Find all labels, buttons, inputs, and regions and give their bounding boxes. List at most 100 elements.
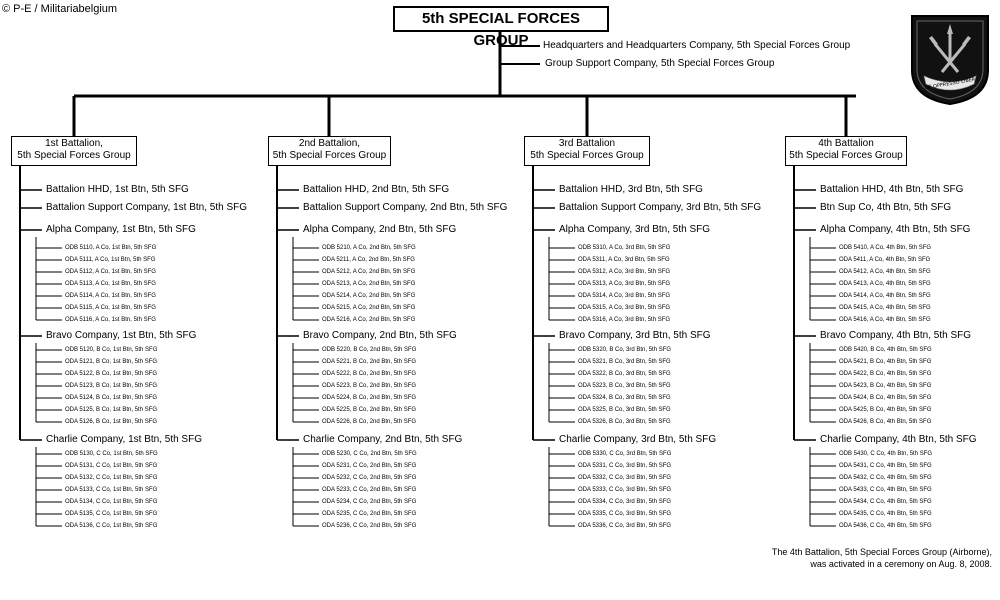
oda-team-label: ODA 5321, B Co, 3rd Btn, 5th SFG	[578, 359, 671, 365]
oda-team-label: ODA 5224, B Co, 2nd Btn, 5th SFG	[322, 395, 417, 401]
battalion-support-company-label: Battalion Support Company, 3rd Btn, 5th …	[559, 202, 762, 213]
oda-team-label: ODA 5221, B Co, 2nd Btn, 5th SFG	[322, 359, 417, 365]
battalion-title-line-1: 2nd Battalion,	[298, 138, 361, 149]
oda-team-label: ODA 5311, A Co, 3rd Btn, 5th SFG	[578, 257, 670, 263]
oda-team-label: ODA 5416, A Co, 4th Btn, 5th SFG	[839, 317, 931, 323]
oda-team-label: ODB 5120, B Co, 1st Btn, 5th SFG	[65, 347, 158, 353]
oda-team-label: ODA 5334, C Co, 3rd Btn, 5th SFG	[578, 499, 672, 505]
oda-team-label: ODA 5233, C Co, 2nd Btn, 5th SFG	[322, 487, 417, 493]
oda-team-label: ODB 5420, B Co, 4th Btn, 5th SFG	[839, 347, 932, 353]
battalion-title-line-2: 5th Special Forces Group	[272, 150, 387, 161]
company-label: Bravo Company, 3rd Btn, 5th SFG	[559, 330, 711, 341]
oda-team-label: ODA 5114, A Co, 1st Btn, 5th SFG	[65, 293, 156, 299]
oda-team-label: ODA 5412, A Co, 4th Btn, 5th SFG	[839, 269, 931, 275]
oda-team-label: ODA 5115, A Co, 1st Btn, 5th SFG	[65, 305, 156, 311]
oda-team-label: ODA 5413, A Co, 4th Btn, 5th SFG	[839, 281, 931, 287]
oda-team-label: ODA 5426, B Co, 4th Btn, 5th SFG	[839, 419, 932, 425]
oda-team-label: ODA 5214, A Co, 2nd Btn, 5th SFG	[322, 293, 416, 299]
oda-team-label: ODA 5435, C Co, 4th Btn, 5th SFG	[839, 511, 932, 517]
oda-team-label: ODA 5333, C Co, 3rd Btn, 5th SFG	[578, 487, 672, 493]
battalion-hhd-label: Battalion HHD, 3rd Btn, 5th SFG	[559, 184, 703, 195]
root-group-box: 5th SPECIAL FORCES GROUP	[393, 6, 609, 49]
oda-team-label: ODA 5236, C Co, 2nd Btn, 5th SFG	[322, 523, 417, 529]
company-label: Charlie Company, 2nd Btn, 5th SFG	[303, 434, 463, 445]
oda-team-label: ODA 5235, C Co, 2nd Btn, 5th SFG	[322, 511, 417, 517]
company-label: Charlie Company, 1st Btn, 5th SFG	[46, 434, 202, 445]
oda-team-label: ODA 5135, C Co, 1st Btn, 5th SFG	[65, 511, 158, 517]
company-label: Charlie Company, 4th Btn, 5th SFG	[820, 434, 977, 445]
oda-team-label: ODA 5234, C Co, 2nd Btn, 5th SFG	[322, 499, 417, 505]
oda-team-label: ODA 5213, A Co, 2nd Btn, 5th SFG	[322, 281, 416, 287]
hq-company-label: Headquarters and Headquarters Company, 5…	[543, 40, 851, 51]
oda-team-label: ODB 5220, B Co, 2nd Btn, 5th SFG	[322, 347, 417, 353]
oda-team-label: ODA 5113, A Co, 1st Btn, 5th SFG	[65, 281, 156, 287]
oda-team-label: ODA 5322, B Co, 3rd Btn, 5th SFG	[578, 371, 671, 377]
oda-team-label: ODB 5320, B Co, 3rd Btn, 5th SFG	[578, 347, 672, 353]
oda-team-label: ODB 5130, C Co, 1st Btn, 5th SFG	[65, 451, 158, 457]
activation-note-line-1: The 4th Battalion, 5th Special Forces Gr…	[771, 547, 992, 557]
oda-team-label: ODA 5124, B Co, 1st Btn, 5th SFG	[65, 395, 158, 401]
oda-team-label: ODB 5230, C Co, 2nd Btn, 5th SFG	[322, 451, 417, 457]
company-label: Bravo Company, 4th Btn, 5th SFG	[820, 330, 971, 341]
oda-team-label: ODA 5212, A Co, 2nd Btn, 5th SFG	[322, 269, 416, 275]
battalion-title-line-2: 5th Special Forces Group	[17, 150, 131, 161]
oda-team-label: ODA 5136, C Co, 1st Btn, 5th SFG	[65, 523, 158, 529]
company-label: Alpha Company, 2nd Btn, 5th SFG	[303, 224, 457, 235]
battalion-hhd-label: Battalion HHD, 4th Btn, 5th SFG	[820, 184, 964, 195]
oda-team-label: ODA 5112, A Co, 1st Btn, 5th SFG	[65, 269, 156, 275]
group-support-company-label: Group Support Company, 5th Special Force…	[545, 58, 775, 69]
oda-team-label: ODA 5232, C Co, 2nd Btn, 5th SFG	[322, 475, 417, 481]
oda-team-label: ODA 5313, A Co, 3rd Btn, 5th SFG	[578, 281, 671, 287]
oda-team-label: ODA 5336, C Co, 3rd Btn, 5th SFG	[578, 523, 672, 529]
oda-team-label: ODA 5423, B Co, 4th Btn, 5th SFG	[839, 383, 932, 389]
battalion-title-line-2: 5th Special Forces Group	[530, 150, 644, 161]
oda-team-label: ODA 5316, A Co, 3rd Btn, 5th SFG	[578, 317, 671, 323]
oda-team-label: ODA 5132, C Co, 1st Btn, 5th SFG	[65, 475, 158, 481]
oda-team-label: ODA 5415, A Co, 4th Btn, 5th SFG	[839, 305, 931, 311]
oda-team-label: ODA 5222, B Co, 2nd Btn, 5th SFG	[322, 371, 417, 377]
oda-team-label: ODA 5111, A Co, 1st Btn, 5th SFG	[65, 257, 156, 263]
oda-team-label: ODA 5421, B Co, 4th Btn, 5th SFG	[839, 359, 932, 365]
oda-team-label: ODB 5410, A Co, 4th Btn, 5th SFG	[839, 245, 932, 251]
company-label: Alpha Company, 4th Btn, 5th SFG	[820, 224, 971, 235]
battalion-support-company-label: Battalion Support Company, 2nd Btn, 5th …	[303, 202, 508, 213]
company-label: Alpha Company, 1st Btn, 5th SFG	[46, 224, 196, 235]
oda-team-label: ODA 5326, B Co, 3rd Btn, 5th SFG	[578, 419, 671, 425]
battalion-title-line-1: 4th Battalion	[818, 138, 874, 149]
oda-team-label: ODA 5431, C Co, 4th Btn, 5th SFG	[839, 463, 932, 469]
battalion-title-line-1: 1st Battalion,	[45, 138, 103, 149]
oda-team-label: ODA 5411, A Co, 4th Btn, 5th SFG	[839, 257, 931, 263]
oda-team-label: ODA 5126, B Co, 1st Btn, 5th SFG	[65, 419, 158, 425]
oda-team-label: ODA 5223, B Co, 2nd Btn, 5th SFG	[322, 383, 417, 389]
oda-team-label: ODA 5216, A Co, 2nd Btn, 5th SFG	[322, 317, 416, 323]
oda-team-label: ODA 5231, C Co, 2nd Btn, 5th SFG	[322, 463, 417, 469]
oda-team-label: ODA 5314, A Co, 3rd Btn, 5th SFG	[578, 293, 671, 299]
oda-team-label: ODB 5210, A Co, 2nd Btn, 5th SFG	[322, 245, 416, 251]
battalion-box: 2nd Battalion,5th Special Forces Group	[268, 136, 391, 166]
oda-team-label: ODA 5414, A Co, 4th Btn, 5th SFG	[839, 293, 931, 299]
oda-team-label: ODB 5110, A Co, 1st Btn, 5th SFG	[65, 245, 157, 251]
oda-team-label: ODA 5332, C Co, 3rd Btn, 5th SFG	[578, 475, 672, 481]
oda-team-label: ODA 5225, B Co, 2nd Btn, 5th SFG	[322, 407, 417, 413]
oda-team-label: ODA 5123, B Co, 1st Btn, 5th SFG	[65, 383, 158, 389]
oda-team-label: ODA 5436, C Co, 4th Btn, 5th SFG	[839, 523, 932, 529]
activation-note: The 4th Battalion, 5th Special Forces Gr…	[772, 546, 992, 570]
company-label: Alpha Company, 3rd Btn, 5th SFG	[559, 224, 711, 235]
oda-team-label: ODA 5134, C Co, 1st Btn, 5th SFG	[65, 499, 158, 505]
oda-team-label: ODA 5425, B Co, 4th Btn, 5th SFG	[839, 407, 932, 413]
oda-team-label: ODA 5323, B Co, 3rd Btn, 5th SFG	[578, 383, 671, 389]
oda-team-label: ODA 5432, C Co, 4th Btn, 5th SFG	[839, 475, 932, 481]
oda-team-label: ODA 5312, A Co, 3rd Btn, 5th SFG	[578, 269, 671, 275]
oda-team-label: ODA 5211, A Co, 2nd Btn, 5th SFG	[322, 257, 415, 263]
oda-team-label: ODA 5324, B Co, 3rd Btn, 5th SFG	[578, 395, 671, 401]
oda-team-label: ODA 5226, B Co, 2nd Btn, 5th SFG	[322, 419, 417, 425]
oda-team-label: ODA 5424, B Co, 4th Btn, 5th SFG	[839, 395, 932, 401]
battalion-box: 1st Battalion,5th Special Forces Group	[11, 136, 137, 166]
oda-team-label: ODA 5122, B Co, 1st Btn, 5th SFG	[65, 371, 158, 377]
battalion-support-company-label: Battalion Support Company, 1st Btn, 5th …	[46, 202, 248, 213]
battalion-title-line-1: 3rd Battalion	[558, 138, 616, 149]
company-label: Charlie Company, 3rd Btn, 5th SFG	[559, 434, 717, 445]
oda-team-label: ODA 5335, C Co, 3rd Btn, 5th SFG	[578, 511, 672, 517]
